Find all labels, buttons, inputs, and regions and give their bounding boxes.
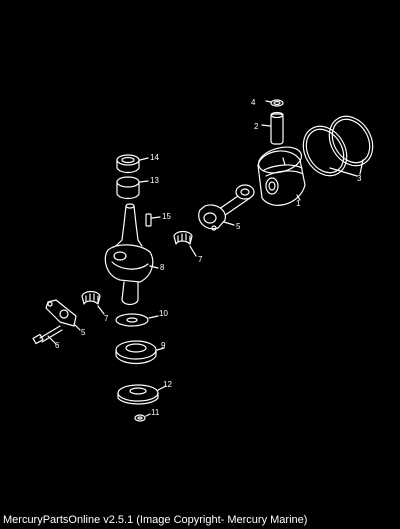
part-9-ball-bearing (115, 340, 165, 365)
part-14-seal (116, 154, 149, 174)
callout-7-left: 7 (104, 314, 109, 323)
callout-2: 2 (254, 122, 259, 131)
part-5-connecting-rod (198, 184, 255, 231)
callout-9: 9 (161, 341, 166, 350)
callout-4: 4 (251, 98, 256, 107)
part-15-key (145, 213, 161, 227)
part-10-washer (115, 313, 159, 327)
part-4-retaining-ring (265, 99, 284, 107)
part-12-cover (117, 384, 167, 405)
callout-13: 13 (150, 176, 159, 185)
part-7-bearing-cage-right (173, 230, 197, 257)
callout-15: 15 (162, 212, 171, 221)
callout-6: 6 (55, 341, 60, 350)
callout-3: 3 (357, 174, 362, 183)
copyright-footer: MercuryPartsOnline v2.5.1 (Image Copyrig… (3, 514, 308, 526)
callout-14: 14 (150, 153, 159, 162)
callout-1: 1 (296, 199, 301, 208)
callout-7-right: 7 (198, 255, 203, 264)
part-6-bolt (32, 325, 63, 345)
callout-12: 12 (163, 380, 172, 389)
part-11-small-washer (134, 413, 151, 422)
callout-11: 11 (151, 408, 160, 417)
callout-5-rod: 5 (236, 222, 241, 231)
part-5-rod-cap (45, 299, 81, 331)
part-1-piston (257, 146, 306, 206)
callout-10: 10 (159, 309, 168, 318)
callout-5-cap: 5 (81, 328, 86, 337)
part-3-piston-rings (302, 115, 374, 177)
part-8-crankshaft (104, 203, 159, 306)
part-7-bearing-cage-left (81, 290, 105, 315)
callout-8: 8 (160, 263, 165, 272)
part-13-bearing-sleeve (116, 176, 149, 200)
part-2-piston-pin (261, 111, 284, 145)
